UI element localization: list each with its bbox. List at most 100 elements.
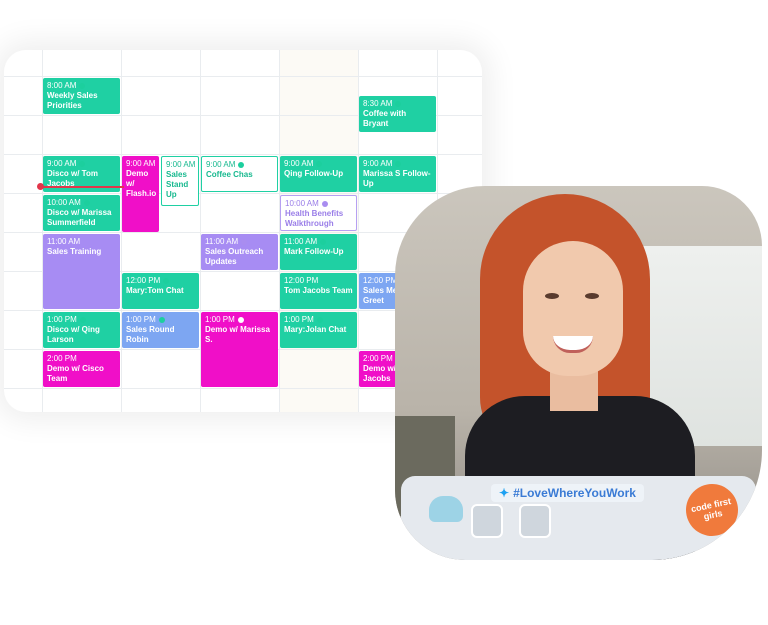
event-title: Marissa S Follow-Up [363, 169, 431, 188]
grid-line [279, 50, 280, 412]
hero-photo: ✦#LoveWhereYouWork code first girls [395, 186, 762, 560]
heart-sticker [429, 496, 463, 522]
calendar-week-view: 8:00 AM Weekly Sales Priorities 8:30 AM … [4, 50, 482, 412]
calendar-event[interactable]: 11:00 AM Mark Follow-Up [280, 234, 357, 270]
video-icon [83, 199, 90, 206]
event-time: 9:00 AM [166, 160, 196, 169]
event-time: 2:00 PM [363, 354, 393, 363]
event-time: 9:00 AM [206, 160, 236, 169]
smile [553, 336, 593, 353]
event-title: Qing Follow-Up [284, 169, 344, 178]
event-time: 11:00 AM [284, 237, 318, 246]
video-icon [316, 160, 323, 167]
calendar-event[interactable]: 1:00 PM Sales Round Robin [122, 312, 199, 348]
grid-line [358, 50, 359, 412]
event-title: Disco w/ Qing Larson [47, 325, 100, 344]
calendar-event[interactable]: 9:00 AM Sales Stand Up [161, 156, 199, 206]
grid-line [4, 115, 482, 116]
calendar-event[interactable]: 1:00 PM Demo w/ Marissa S. [201, 312, 278, 387]
eye [545, 293, 559, 299]
video-icon [79, 316, 86, 323]
event-title: Mark Follow-Up [284, 247, 344, 256]
octocat-sticker [519, 504, 551, 538]
event-title: Health Benefits Walkthrough [285, 209, 344, 228]
calendar-event[interactable]: 8:30 AM Coffee with Bryant [359, 96, 436, 132]
calendar-event[interactable]: 1:00 PM Disco w/ Qing Larson [43, 312, 120, 348]
calendar-event[interactable]: 2:00 PM Demo w/ Cisco Team [43, 351, 120, 387]
eye [585, 293, 599, 299]
hashtag-text: #LoveWhereYouWork [513, 486, 636, 500]
video-icon [395, 100, 402, 107]
event-time: 12:00 PM [126, 276, 161, 285]
event-time: 1:00 PM [284, 315, 314, 324]
event-title: Sales Meet-and-Greet [363, 286, 424, 305]
event-title: Mary:Tom Chat [126, 286, 184, 295]
event-title: Demo w/ Cisco Team [47, 364, 104, 383]
video-icon [238, 161, 245, 168]
woman-face [523, 241, 623, 376]
event-title: Tom Jacobs Team [284, 286, 353, 295]
event-time: 8:00 AM [47, 81, 77, 90]
grid-line [4, 388, 482, 389]
today-column-shade [280, 50, 359, 412]
event-time: 11:00 AM [47, 237, 81, 246]
event-title: Disco w/ Marissa Summerfield [47, 208, 112, 227]
video-icon [321, 200, 328, 207]
event-time: 1:00 PM [205, 315, 235, 324]
video-icon [163, 277, 170, 284]
hashtag-sticker: ✦#LoveWhereYouWork [491, 484, 644, 502]
event-time: 9:00 AM [126, 159, 156, 168]
calendar-event[interactable]: 9:00 AM Coffee Chas [201, 156, 278, 192]
event-time: 9:00 AM [284, 159, 314, 168]
event-time: 12:00 PM [284, 276, 319, 285]
grid-line [121, 50, 122, 412]
event-title: Disco w/ Tom Jacobs [47, 169, 98, 188]
event-title: Coffee with Bryant [363, 109, 407, 128]
event-title: Demo w/ Flash.io [126, 169, 157, 198]
event-title: Coffee Chas [206, 170, 253, 179]
calendar-event[interactable]: 8:00 AM Weekly Sales Priorities [43, 78, 120, 114]
current-time-line [42, 186, 124, 188]
grid-line [4, 310, 482, 311]
calendar-event[interactable]: 9:00 AM Marissa S Follow-Up [359, 156, 436, 192]
grid-line [200, 50, 201, 412]
grid-line [4, 271, 482, 272]
video-icon [79, 160, 86, 167]
grid-line [4, 154, 482, 155]
laptop: ✦#LoveWhereYouWork code first girls [401, 476, 756, 560]
octocat-sticker [471, 504, 503, 538]
event-time: 1:00 PM [126, 315, 156, 324]
event-time: 9:00 AM [47, 159, 77, 168]
calendar-event[interactable]: 12:00 PM Tom Jacobs Team [280, 273, 357, 309]
calendar-event[interactable]: 11:00 AM Sales Training [43, 234, 120, 309]
video-icon [158, 316, 165, 323]
event-time: 9:00 AM [363, 159, 393, 168]
video-icon [241, 238, 248, 245]
calendar-event[interactable]: 9:00 AM Qing Follow-Up [280, 156, 357, 192]
grid-line [4, 193, 482, 194]
video-icon [79, 82, 86, 89]
calendar-event[interactable]: 10:00 AM Disco w/ Marissa Summerfield [43, 195, 120, 231]
calendar-event[interactable]: 12:00 PM Mary:Tom Chat [122, 273, 199, 309]
event-title: Sales Stand Up [166, 170, 189, 199]
logo-sticker: code first girls [681, 479, 743, 541]
video-icon [237, 316, 244, 323]
event-title: Sales Training [47, 247, 102, 256]
video-icon [316, 316, 323, 323]
calendar-event[interactable]: 11:00 AM Sales Outreach Updates [201, 234, 278, 270]
logo-sticker-text: code first girls [690, 496, 732, 522]
event-title: Demo w/ Marissa S. [205, 325, 270, 344]
event-time: 1:00 PM [47, 315, 77, 324]
event-title: Mary:Jolan Chat [284, 325, 347, 334]
calendar-event[interactable]: 10:00 AM Health Benefits Walkthrough [280, 195, 357, 231]
video-icon [395, 160, 402, 167]
calendar-event[interactable]: 9:00 AM Demo w/ Flash.io [122, 156, 159, 232]
event-time: 2:00 PM [47, 354, 77, 363]
event-title: Weekly Sales Priorities [47, 91, 98, 110]
event-time: 8:30 AM [363, 99, 393, 108]
twitter-icon: ✦ [499, 486, 510, 500]
event-time: 11:00 AM [205, 237, 239, 246]
event-title: Demo w/ Tom Jacobs [363, 364, 415, 383]
event-time: 12:00 PM [363, 276, 398, 285]
calendar-event[interactable]: 1:00 PM Mary:Jolan Chat [280, 312, 357, 348]
